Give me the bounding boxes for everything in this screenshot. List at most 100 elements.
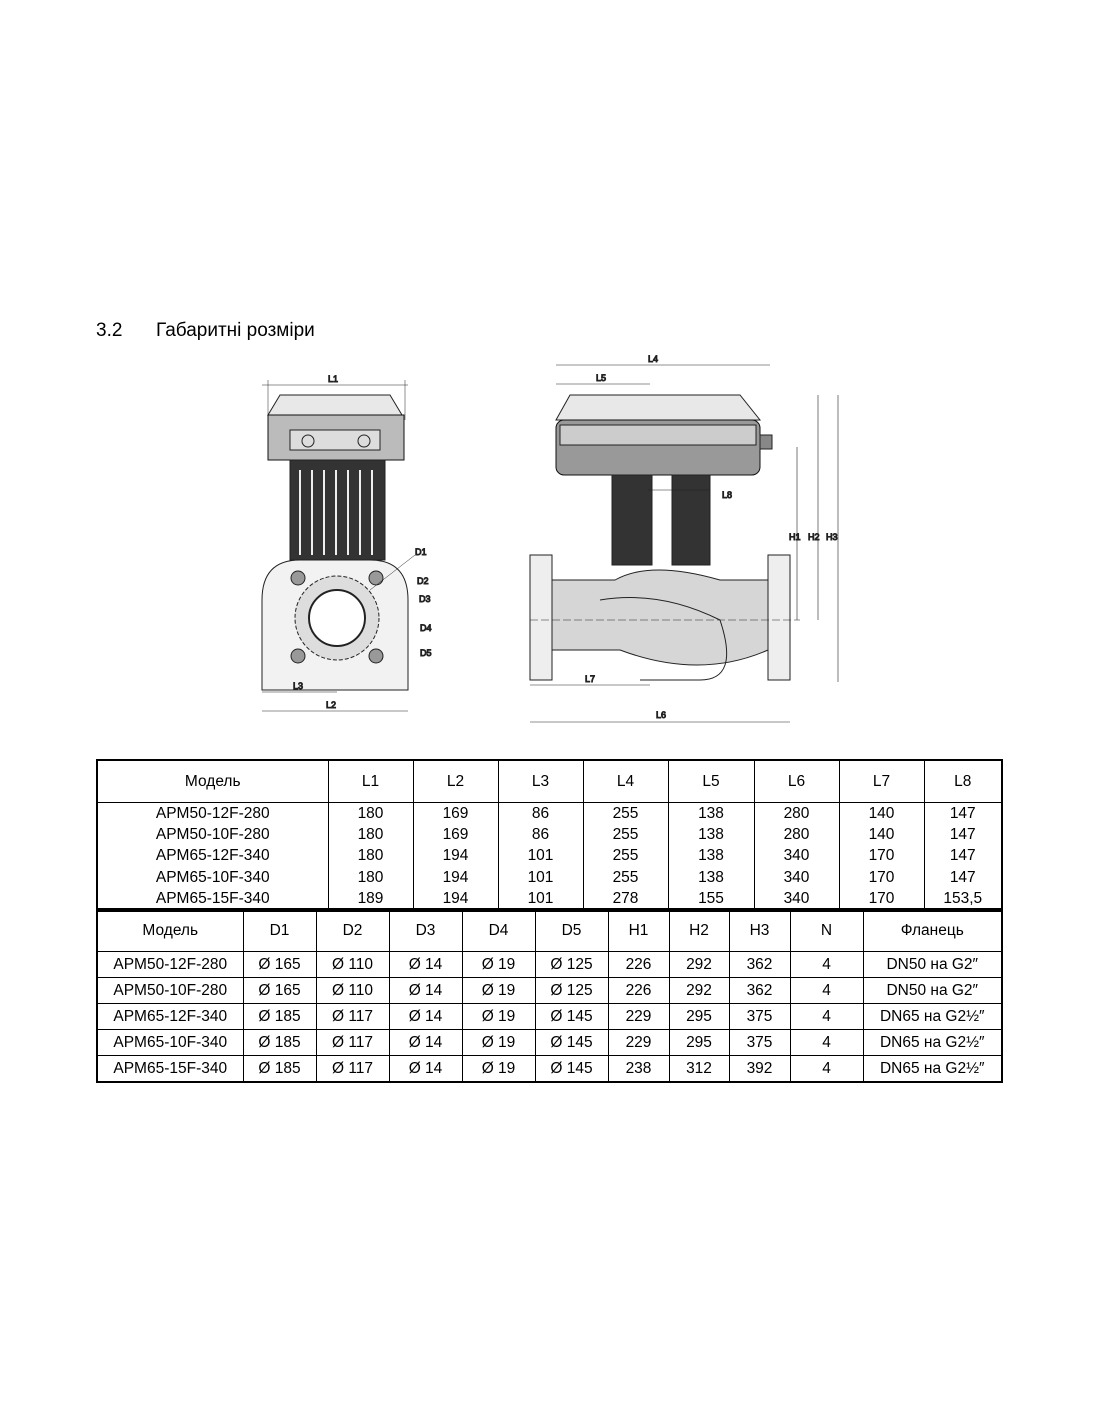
model-cell: APM50-10F-280 [96,977,244,1004]
model-cell: APM65-12F-340 [96,845,329,868]
value-cell: Ø 14 [388,951,463,978]
value-cell: 138 [667,824,755,846]
value-cell: 362 [728,951,791,978]
model-cell: APM65-15F-340 [96,1055,244,1083]
value-cell: 238 [607,1055,670,1083]
value-cell: Ø 125 [534,977,609,1004]
column-header: L3 [497,760,584,803]
value-cell: Ø 19 [461,977,536,1004]
value-cell: 140 [838,802,925,825]
column-header: Фланець [862,908,1003,952]
column-header: D1 [242,908,317,952]
value-cell: 312 [668,1055,730,1083]
value-cell: Ø 165 [242,951,317,978]
value-cell: 4 [789,977,864,1004]
side-view: L4 L5 L8 L7 L6 H1 H2 H3 [529,354,839,723]
label-d3: D3 [419,594,431,604]
column-header: L5 [667,760,755,803]
value-cell: 375 [728,1003,791,1030]
label-l1: L1 [328,374,338,384]
value-cell: 280 [753,802,840,825]
model-cell: APM65-10F-340 [96,867,329,889]
column-header: L7 [838,760,925,803]
value-cell: Ø 117 [315,1029,390,1056]
value-cell: Ø 14 [388,977,463,1004]
value-cell: Ø 145 [534,1003,609,1030]
value-cell: 194 [412,845,499,868]
model-cell: APM50-12F-280 [96,951,244,978]
value-cell: DN65 на G2½″ [862,1055,1003,1083]
value-cell: 255 [582,867,669,889]
value-cell: 4 [789,1055,864,1083]
value-cell: 229 [607,1029,670,1056]
column-header: L2 [412,760,499,803]
value-cell: 295 [668,1029,730,1056]
value-cell: 180 [327,824,414,846]
value-cell: 147 [923,845,1003,868]
label-l4: L4 [648,354,658,364]
column-header: D2 [315,908,390,952]
value-cell: 278 [582,888,669,911]
column-header: H3 [728,908,791,952]
value-cell: 170 [838,888,925,911]
value-cell: 138 [667,845,755,868]
value-cell: 153,5 [923,888,1003,911]
value-cell: Ø 125 [534,951,609,978]
column-header: N [789,908,864,952]
value-cell: 194 [412,867,499,889]
value-cell: 86 [497,802,584,825]
value-cell: 101 [497,845,584,868]
label-d2: D2 [417,576,429,586]
value-cell: 147 [923,802,1003,825]
value-cell: Ø 185 [242,1029,317,1056]
value-cell: Ø 19 [461,1055,536,1083]
model-cell: APM65-12F-340 [96,1003,244,1030]
value-cell: 280 [753,824,840,846]
column-header: H1 [607,908,670,952]
value-cell: Ø 14 [388,1003,463,1030]
pump-dimension-drawing: L1 D1 D2 D3 D4 D5 L3 L2 L4 L5 [261,354,839,723]
label-l8: L8 [722,490,732,500]
value-cell: 255 [582,824,669,846]
value-cell: 4 [789,951,864,978]
value-cell: 180 [327,845,414,868]
column-header: Модель [96,760,329,803]
label-l7: L7 [585,674,595,684]
label-l6: L6 [656,710,666,720]
value-cell: 170 [838,845,925,868]
label-l2: L2 [326,700,336,710]
value-cell: 375 [728,1029,791,1056]
column-header: L8 [923,760,1003,803]
model-cell: APM65-10F-340 [96,1029,244,1056]
value-cell: 4 [789,1003,864,1030]
value-cell: 255 [582,802,669,825]
value-cell: 189 [327,888,414,911]
value-cell: 362 [728,977,791,1004]
value-cell: Ø 165 [242,977,317,1004]
value-cell: 101 [497,888,584,911]
value-cell: Ø 110 [315,951,390,978]
value-cell: DN65 на G2½″ [862,1029,1003,1056]
value-cell: 340 [753,867,840,889]
model-cell: APM50-10F-280 [96,824,329,846]
column-header: L6 [753,760,840,803]
value-cell: Ø 19 [461,1003,536,1030]
value-cell: 340 [753,845,840,868]
value-cell: Ø 185 [242,1003,317,1030]
value-cell: 138 [667,802,755,825]
column-header: H2 [668,908,730,952]
value-cell: 170 [838,867,925,889]
section-title: Габаритні розміри [156,320,315,341]
value-cell: 101 [497,867,584,889]
value-cell: Ø 19 [461,951,536,978]
value-cell: DN50 на G2″ [862,977,1003,1004]
